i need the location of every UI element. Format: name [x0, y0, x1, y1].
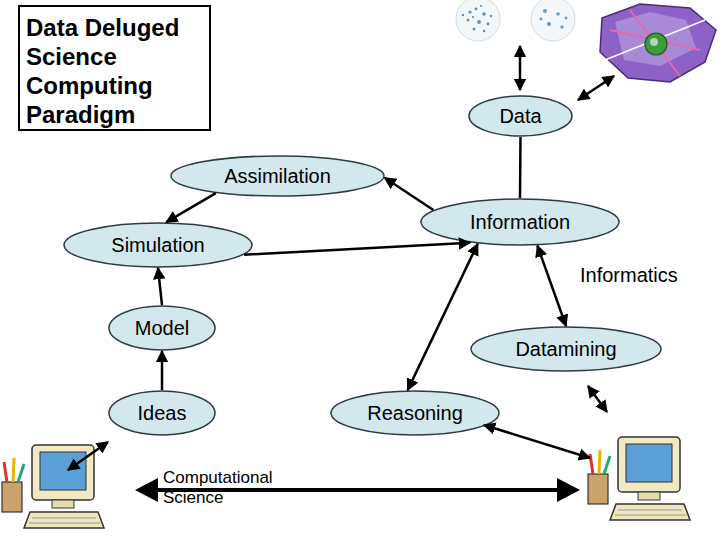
node-label: Model	[135, 317, 189, 340]
ellipse-shape	[64, 223, 252, 267]
arrow	[68, 442, 108, 470]
ellipse-shape	[421, 199, 619, 245]
petri-dish	[456, 0, 500, 41]
ellipse-shape	[469, 96, 572, 136]
node-text-holder: Data	[468, 95, 573, 137]
ellipse-node: Assimilation	[170, 155, 385, 197]
edge-label: Informatics	[580, 264, 678, 287]
node-label: Assimilation	[224, 165, 331, 188]
ellipse-shape	[109, 306, 215, 350]
node-text-holder: Assimilation	[170, 155, 385, 197]
node-label: Datamining	[515, 338, 616, 361]
arrow	[519, 46, 522, 90]
connector-arrow	[519, 137, 522, 198]
node-text-holder: Model	[108, 305, 216, 351]
node-label: Simulation	[111, 234, 204, 257]
ellipse-node: Reasoning	[330, 390, 500, 436]
ellipse-shape	[331, 391, 499, 435]
arrow	[484, 425, 590, 458]
ellipse-shape	[171, 156, 384, 196]
connector-arrow	[408, 244, 478, 390]
connector-arrow	[158, 268, 162, 305]
node-label: Information	[470, 211, 570, 234]
network-image	[600, 4, 716, 82]
free-label: Computational Science	[163, 468, 303, 508]
node-text-holder: Information	[420, 198, 620, 246]
computer-icon	[588, 437, 690, 520]
ellipse-node: Information	[420, 198, 620, 246]
node-text-holder: Simulation	[63, 222, 253, 268]
arrow	[578, 76, 614, 100]
node-label: Data	[499, 105, 541, 128]
node-label: Ideas	[138, 402, 187, 425]
connector-arrow	[385, 178, 434, 210]
computer-icon	[2, 445, 104, 528]
ellipse-node: Ideas	[108, 390, 216, 436]
node-text-holder: Reasoning	[330, 390, 500, 436]
ellipse-node: Simulation	[63, 222, 253, 268]
node-text-holder: Datamining	[470, 326, 662, 372]
ellipse-node: Datamining	[470, 326, 662, 372]
ellipse-shape	[109, 391, 215, 435]
title-box: Data Deluged Science Computing Paradigm	[18, 5, 211, 131]
ellipse-node: Data	[468, 95, 573, 137]
ellipse-node: Model	[108, 305, 216, 351]
connector-arrow	[244, 243, 470, 255]
ellipse-shape	[471, 327, 661, 371]
node-label: Reasoning	[367, 402, 463, 425]
node-text-holder: Ideas	[108, 390, 216, 436]
connector-arrow	[161, 351, 164, 390]
arrow	[588, 386, 607, 412]
petri-dish	[531, 0, 575, 41]
connector-arrow	[537, 246, 566, 326]
connector-arrow	[166, 193, 216, 222]
